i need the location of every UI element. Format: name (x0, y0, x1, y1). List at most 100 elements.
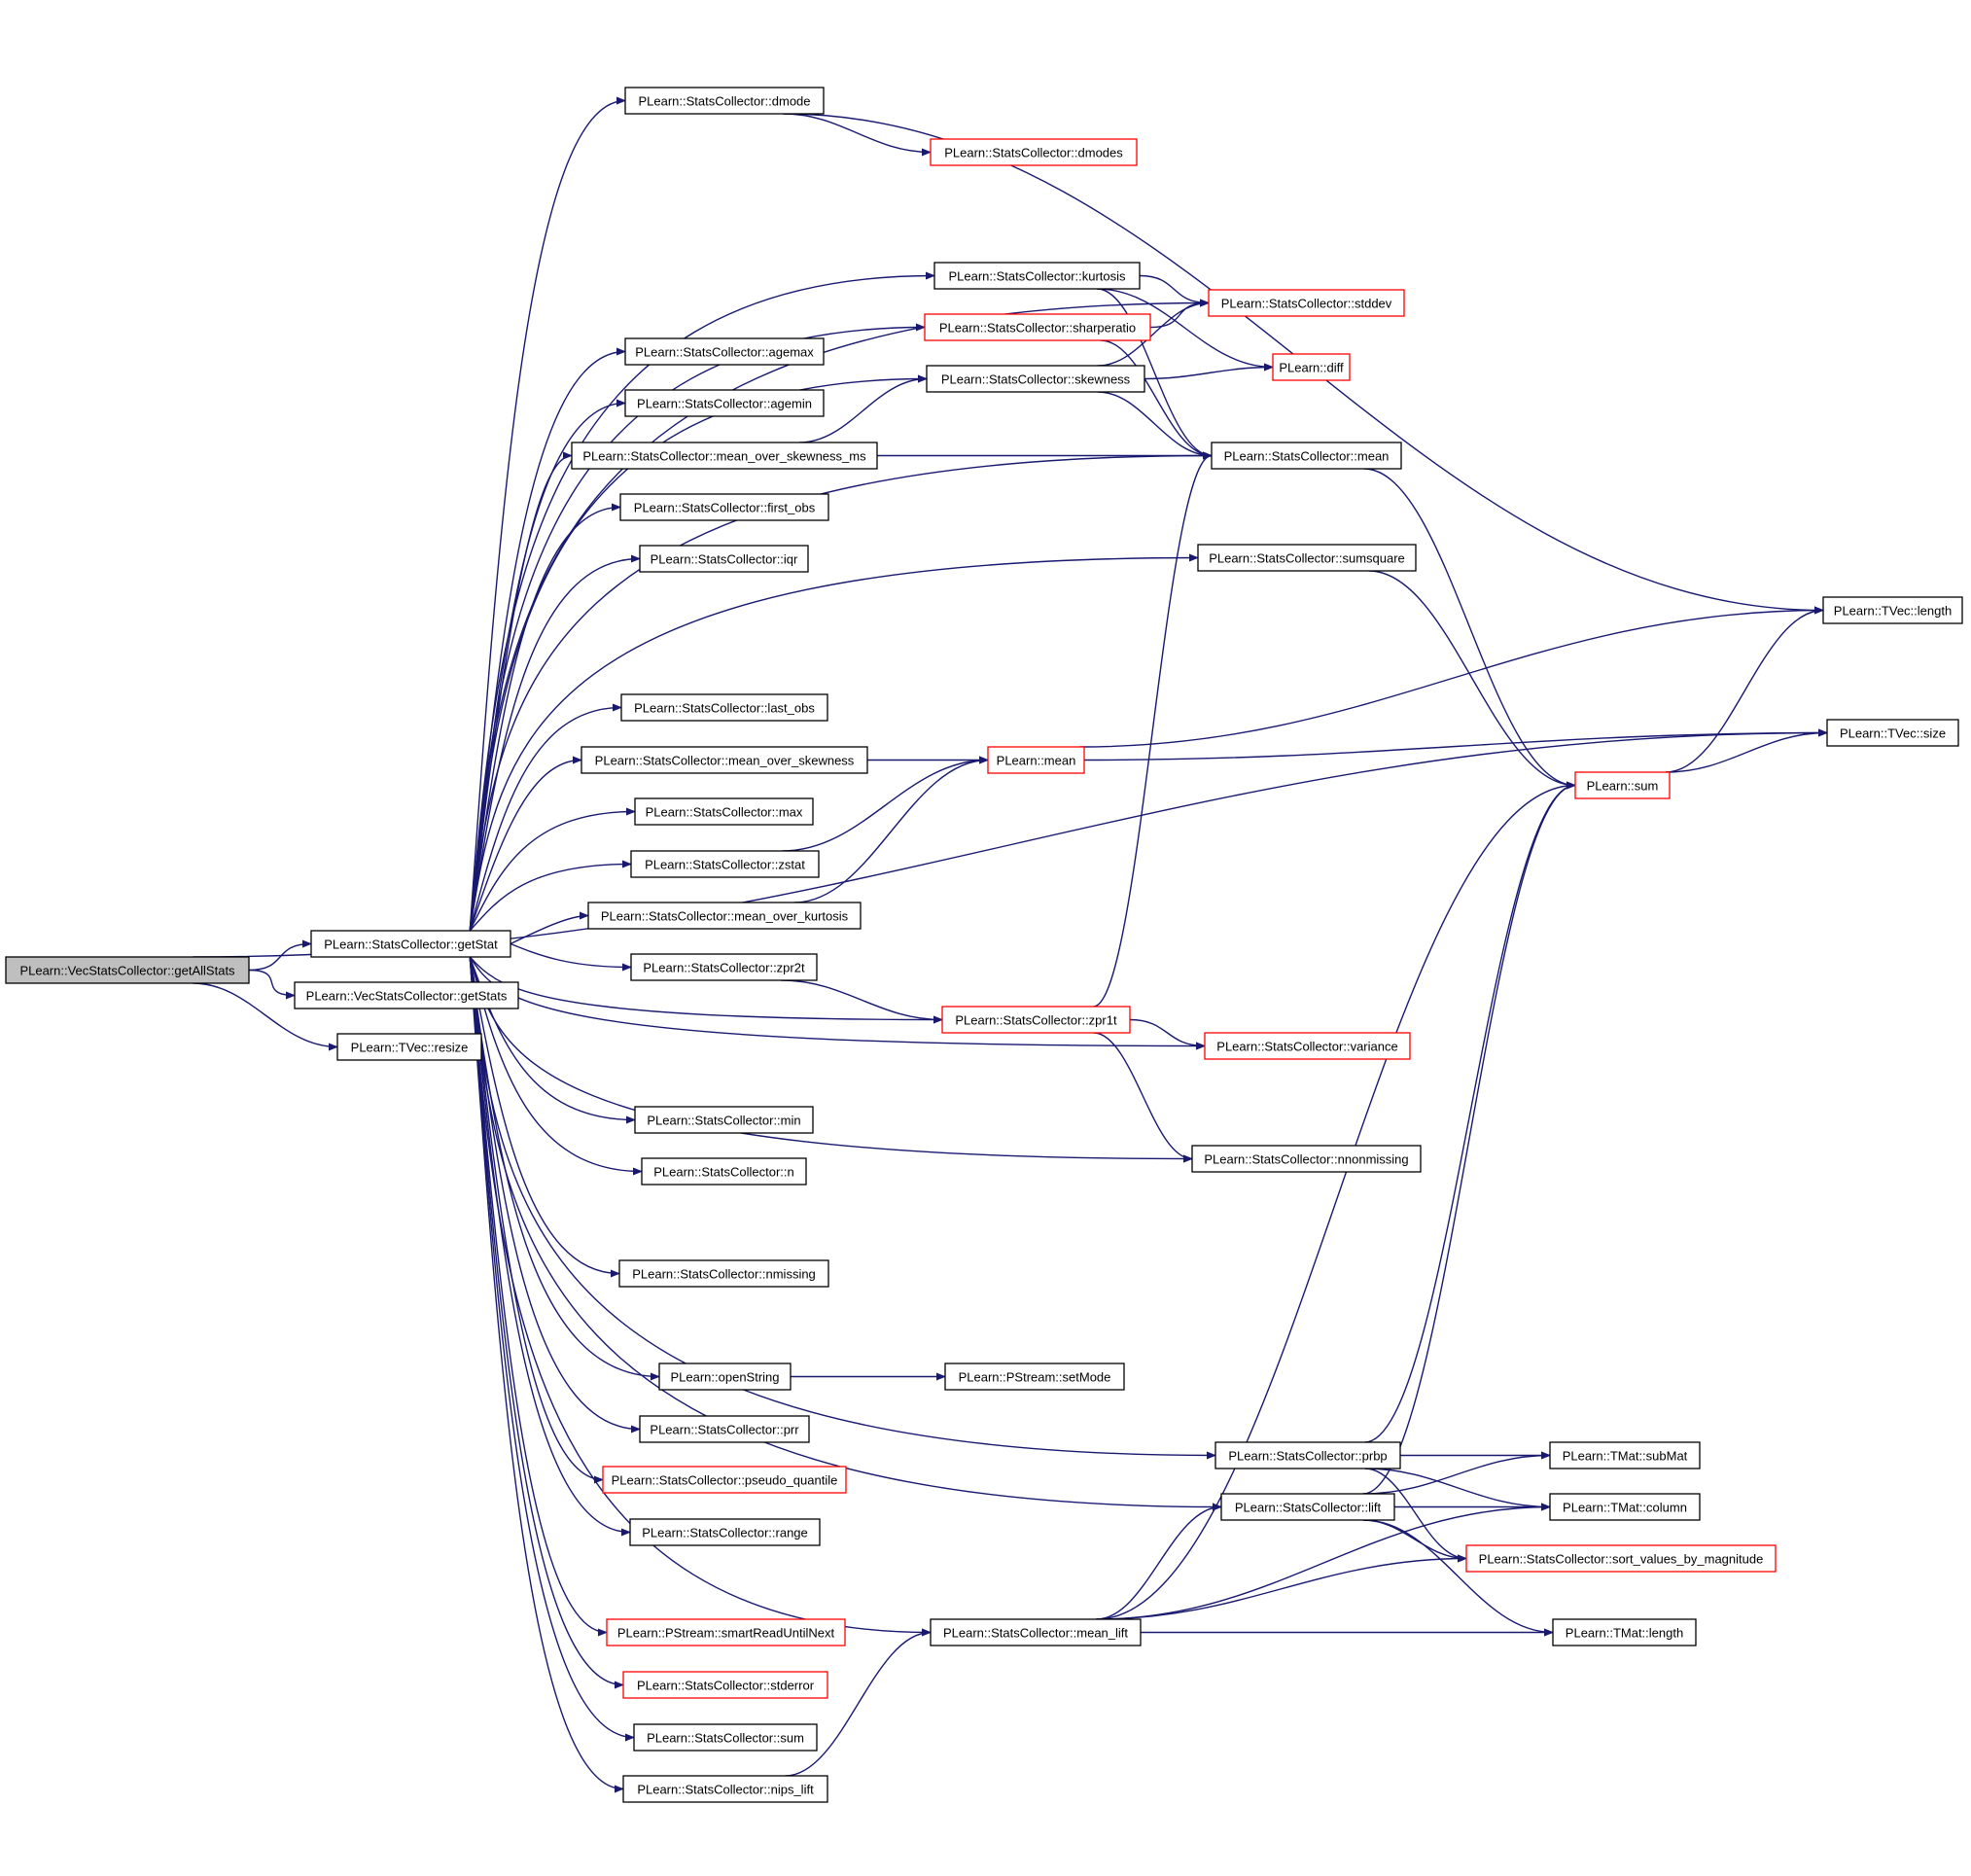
edge-lift-to-tmlength (1362, 1519, 1554, 1637)
node-dmode[interactable]: PLearn::StatsCollector::dmode (624, 87, 825, 115)
node-nips_lift[interactable]: PLearn::StatsCollector::nips_lift (622, 1775, 828, 1803)
node-label: PLearn::VecStatsCollector::getStats (306, 989, 508, 1004)
node-getAllStats[interactable]: PLearn::VecStatsCollector::getAllStats (5, 956, 250, 984)
node-svbm[interactable]: PLearn::StatsCollector::sort_values_by_m… (1465, 1544, 1777, 1573)
node-tmlength[interactable]: PLearn::TMat::length (1552, 1618, 1697, 1646)
edge-getStat-to-agemax (469, 347, 626, 932)
node-label: PLearn::StatsCollector::mean (1224, 449, 1390, 464)
node-scsum[interactable]: PLearn::StatsCollector::sum (633, 1723, 818, 1752)
edge-zpr2t-to-zpr1t (781, 979, 943, 1024)
node-max[interactable]: PLearn::StatsCollector::max (634, 797, 814, 826)
node-pseudo_quantile[interactable]: PLearn::StatsCollector::pseudo_quantile (602, 1466, 847, 1494)
node-pmean[interactable]: PLearn::mean (987, 746, 1085, 774)
node-agemax[interactable]: PLearn::StatsCollector::agemax (624, 337, 825, 366)
node-label: PLearn::diff (1279, 361, 1344, 375)
node-mosms[interactable]: PLearn::StatsCollector::mean_over_skewne… (571, 442, 878, 470)
edge-skewness-to-stddev (1097, 299, 1210, 367)
node-label: PLearn::StatsCollector::zstat (645, 858, 805, 872)
node-nmissing[interactable]: PLearn::StatsCollector::nmissing (618, 1259, 829, 1288)
node-psum[interactable]: PLearn::sum (1574, 771, 1671, 799)
node-getStat[interactable]: PLearn::StatsCollector::getStat (310, 930, 511, 958)
edge-pmean-to-tsize (1083, 728, 1828, 761)
node-label: PLearn::StatsCollector::first_obs (634, 501, 816, 515)
node-label: PLearn::PStream::smartReadUntilNext (617, 1626, 835, 1641)
node-label: PLearn::StatsCollector::mean_over_skewne… (595, 754, 855, 768)
edge-getStat-to-iqr (469, 554, 641, 932)
node-zstat[interactable]: PLearn::StatsCollector::zstat (630, 850, 820, 878)
edge-getStat-to-stderror (469, 956, 624, 1689)
node-column[interactable]: PLearn::TMat::column (1549, 1493, 1701, 1521)
node-box (630, 850, 820, 878)
node-dmodes[interactable]: PLearn::StatsCollector::dmodes (930, 138, 1138, 166)
node-mos[interactable]: PLearn::StatsCollector::mean_over_skewne… (581, 746, 868, 774)
node-tlength[interactable]: PLearn::TVec::length (1822, 596, 1963, 624)
node-vgetStats[interactable]: PLearn::VecStatsCollector::getStats (294, 981, 519, 1009)
node-range[interactable]: PLearn::StatsCollector::range (629, 1518, 821, 1546)
edge-getStat-to-prbp (469, 956, 1216, 1460)
node-smartRead[interactable]: PLearn::PStream::smartReadUntilNext (606, 1618, 846, 1646)
edge-zpr1t-to-variance (1129, 1018, 1206, 1050)
node-box (1191, 1145, 1422, 1173)
edge-mosms-to-skewness (799, 374, 928, 443)
node-label: PLearn::StatsCollector::variance (1216, 1040, 1397, 1054)
edge-getStat-to-first_obs (469, 503, 621, 932)
node-prr[interactable]: PLearn::StatsCollector::prr (639, 1415, 810, 1443)
node-box (630, 953, 818, 981)
node-label: PLearn::StatsCollector::dmode (638, 94, 810, 109)
node-box (1214, 1441, 1401, 1469)
edge-getStat-to-smartRead (469, 956, 608, 1637)
node-mok[interactable]: PLearn::StatsCollector::mean_over_kurtos… (587, 902, 862, 930)
node-first_obs[interactable]: PLearn::StatsCollector::first_obs (619, 493, 829, 521)
node-subMat[interactable]: PLearn::TMat::subMat (1549, 1441, 1701, 1469)
node-min[interactable]: PLearn::StatsCollector::min (634, 1106, 814, 1134)
node-scmean[interactable]: PLearn::StatsCollector::mean (1211, 442, 1402, 470)
edge-mean_lift-to-psum (1096, 781, 1576, 1620)
edge-kurtosis-to-scmean (1097, 288, 1213, 460)
node-nnonmissing[interactable]: PLearn::StatsCollector::nnonmissing (1191, 1145, 1422, 1173)
node-label: PLearn::StatsCollector::skewness (941, 372, 1131, 387)
node-zpr1t[interactable]: PLearn::StatsCollector::zpr1t (941, 1006, 1131, 1034)
node-resize[interactable]: PLearn::TVec::resize (336, 1033, 482, 1061)
node-n[interactable]: PLearn::StatsCollector::n (641, 1157, 807, 1186)
node-variance[interactable]: PLearn::StatsCollector::variance (1204, 1032, 1411, 1060)
node-box (310, 930, 511, 958)
edge-getStat-to-lift (469, 956, 1222, 1511)
edge-getStat-to-range (469, 956, 631, 1537)
node-diff[interactable]: PLearn::diff (1272, 353, 1351, 381)
node-stderror[interactable]: PLearn::StatsCollector::stderror (622, 1671, 828, 1699)
node-zpr2t[interactable]: PLearn::StatsCollector::zpr2t (630, 953, 818, 981)
node-label: PLearn::StatsCollector::pseudo_quantile (612, 1473, 838, 1488)
node-label: PLearn::StatsCollector::getStat (324, 938, 498, 952)
node-last_obs[interactable]: PLearn::StatsCollector::last_obs (620, 693, 828, 722)
node-sumsquare[interactable]: PLearn::StatsCollector::sumsquare (1197, 544, 1417, 572)
node-openString[interactable]: PLearn::openString (658, 1363, 792, 1391)
node-tsize[interactable]: PLearn::TVec::size (1826, 719, 1959, 747)
node-label: PLearn::StatsCollector::last_obs (634, 701, 815, 716)
edge-getStat-to-prr (469, 956, 641, 1434)
node-box (1549, 1441, 1701, 1469)
node-label: PLearn::StatsCollector::agemax (635, 345, 814, 360)
node-box (924, 313, 1151, 341)
node-prbp[interactable]: PLearn::StatsCollector::prbp (1214, 1441, 1401, 1469)
node-kurtosis[interactable]: PLearn::StatsCollector::kurtosis (933, 262, 1141, 290)
node-label: PLearn::StatsCollector::min (647, 1114, 800, 1128)
edge-mean_lift-to-lift (1096, 1503, 1222, 1620)
edge-getStat-to-scmean (469, 451, 1213, 932)
edge-sumsquare-to-psum (1368, 570, 1576, 790)
node-box (606, 1618, 846, 1646)
node-setMode[interactable]: PLearn::PStream::setMode (944, 1363, 1125, 1391)
edge-getStat-to-sharperatio (469, 323, 926, 932)
edges-layer (193, 96, 1828, 1793)
edge-zpr1t-to-scmean (1093, 451, 1213, 1008)
node-iqr[interactable]: PLearn::StatsCollector::iqr (639, 545, 809, 573)
edge-getAllStats-to-vgetStats (248, 969, 296, 1000)
node-box (634, 1106, 814, 1134)
node-stddev[interactable]: PLearn::StatsCollector::stddev (1208, 289, 1405, 317)
node-sharperatio[interactable]: PLearn::StatsCollector::sharperatio (924, 313, 1151, 341)
node-box (1465, 1544, 1777, 1573)
node-lift[interactable]: PLearn::StatsCollector::lift (1220, 1493, 1395, 1521)
node-agemin[interactable]: PLearn::StatsCollector::agemin (624, 389, 825, 417)
node-mean_lift[interactable]: PLearn::StatsCollector::mean_lift (930, 1618, 1142, 1646)
node-skewness[interactable]: PLearn::StatsCollector::skewness (926, 365, 1145, 393)
edge-getAllStats-to-getStat (248, 939, 312, 972)
